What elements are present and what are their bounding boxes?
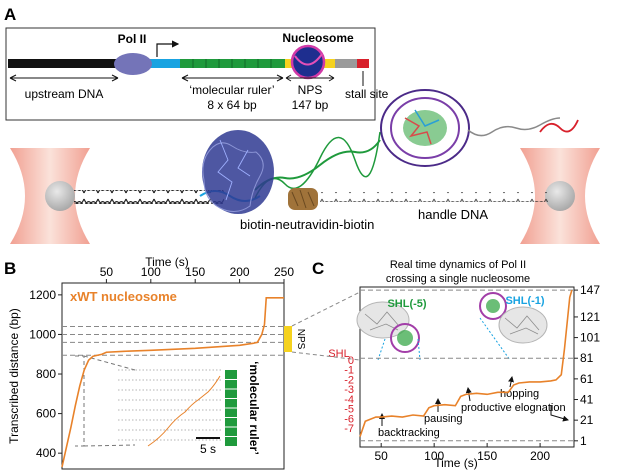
panel-b-chart: Time (s) Transcribed distance (bp) xWT n…: [7, 255, 306, 470]
b-ytick-label: 1200: [29, 288, 56, 302]
panel-b-ylabel: Transcribed distance (bp): [7, 308, 21, 444]
shl-axis-label: SHL: [328, 348, 349, 360]
handle-dna-label: handle DNA: [418, 207, 488, 222]
upstream-dna-bar: [8, 59, 120, 68]
nps-size-label: 147 bp: [292, 98, 329, 112]
b-xtick-label: 100: [141, 265, 161, 279]
ann-backtracking: backtracking: [378, 427, 440, 439]
ruler-size-label: 8 x 64 bp: [207, 98, 257, 112]
c-shl-tick-label: -1: [344, 365, 354, 377]
upstream-helix: [74, 190, 224, 204]
c-series-line: [359, 289, 573, 437]
ruler-helix: [254, 139, 381, 191]
stall-bar: [357, 59, 369, 68]
c-rtick-label: 101: [580, 331, 600, 345]
pol-ii-structure: [202, 130, 274, 214]
c-rtick-label: 21: [580, 413, 594, 427]
b-series-line: [61, 297, 284, 468]
left-bead: [45, 181, 75, 211]
zoom-line-bottom: [291, 351, 361, 361]
b-ytick-label: 800: [36, 367, 56, 381]
construct-schematic: Pol II Nucleosome upstream DNA ‘molecula…: [5, 27, 389, 121]
ruler-label: ‘molecular ruler’: [189, 83, 274, 97]
ann-hopping: hopping: [500, 388, 539, 400]
c-shl-tick-label: 0: [348, 355, 354, 367]
b-ytick-label: 400: [36, 446, 56, 460]
panel-c-xlabel: Time (s): [434, 456, 478, 470]
ruler-bar: [180, 59, 285, 68]
c-shl-tick-label: -4: [344, 394, 354, 406]
ann-pausing: pausing: [424, 413, 463, 425]
c-rtick-label: 147: [580, 283, 600, 297]
c-rtick-label: 81: [580, 351, 594, 365]
c-xtick-label: 100: [424, 449, 444, 463]
pol-ii-shape: [114, 53, 152, 75]
nucleosome-label: Nucleosome: [282, 31, 354, 45]
right-bead: [545, 181, 575, 211]
panel-c-chart: Time (s) SHL SHL(-5) SHL(-1) backtrackin…: [291, 283, 600, 470]
stall-site-label: stall site: [345, 87, 389, 101]
inset-zoom: ‘molecular ruler’ 5 s: [75, 355, 261, 456]
tss-arrow: [156, 40, 180, 57]
c-rtick-label: 1: [580, 434, 587, 448]
b-ytick-label: 1000: [29, 327, 56, 341]
c-xtick-label: 200: [530, 449, 550, 463]
nucleosome-icon: [290, 44, 326, 80]
c-rtick-label: 41: [580, 393, 594, 407]
shl-neg5-label: SHL(-5): [387, 298, 426, 310]
b-ytick-label: 600: [36, 407, 56, 421]
panel-a-label: A: [4, 5, 16, 24]
panel-c-title-2: crossing a single nucleosome: [386, 273, 530, 285]
shl-neg1-label: SHL(-1): [505, 295, 544, 307]
gray-bar: [335, 59, 357, 68]
zoom-line-top: [291, 291, 361, 327]
panel-b-label: B: [4, 259, 16, 278]
c-rtick-label: 61: [580, 372, 594, 386]
nps-marker: [284, 326, 292, 352]
nps-label: NPS: [298, 83, 323, 97]
c-rtick-label: 121: [580, 310, 600, 324]
panel-b-legend: xWT nucleosome: [70, 289, 177, 304]
handle-helix: [320, 192, 548, 202]
panel-b-xlabel: Time (s): [145, 255, 189, 269]
panel-b-axes: [61, 282, 285, 470]
inset-trace: [147, 375, 221, 447]
tweezers-schematic: biotin-neutravidin-biotin handle DNA: [10, 89, 600, 244]
pol-ii-bar: [140, 59, 180, 68]
c-shl-tick-label: -2: [344, 374, 354, 386]
biotin-label: biotin-neutravidin-biotin: [240, 217, 374, 232]
upstream-dna-label: upstream DNA: [25, 87, 104, 101]
b-xtick-label: 50: [100, 265, 114, 279]
c-xtick-label: 150: [477, 449, 497, 463]
panel-c-title-1: Real time dynamics of Pol II: [390, 259, 526, 271]
ann-productive: productive elognation: [461, 402, 566, 414]
nucleosome-structure: [380, 89, 470, 167]
panel-b-nps-label: NPS: [295, 329, 306, 350]
shl-neg1-structure: [479, 292, 548, 344]
c-shl-tick-label: -7: [344, 423, 354, 435]
c-shl-tick-label: -3: [344, 384, 354, 396]
c-shl-tick-label: -5: [344, 404, 354, 416]
c-xtick-label: 50: [375, 449, 389, 463]
c-shl-tick-label: -6: [344, 413, 354, 425]
b-xtick-label: 200: [230, 265, 250, 279]
b-xtick-label: 150: [185, 265, 205, 279]
panel-c-label: C: [312, 259, 324, 278]
inset-ruler-label: ‘molecular ruler’: [247, 361, 261, 455]
shl-neg5-structure: [356, 301, 420, 353]
b-xtick-label: 250: [274, 265, 294, 279]
pol-ii-label: Pol II: [118, 32, 147, 46]
panel-c-axes: [359, 286, 575, 448]
scalebar-label: 5 s: [200, 442, 216, 456]
